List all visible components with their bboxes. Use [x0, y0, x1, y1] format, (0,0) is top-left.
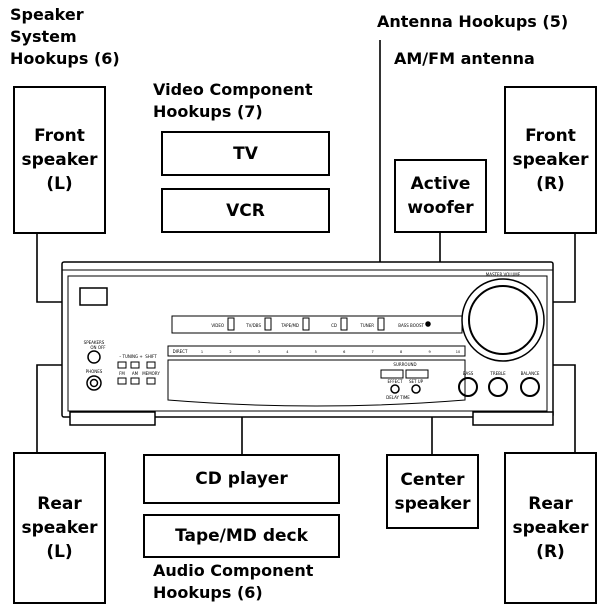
- input-label-cd: CD: [331, 323, 337, 328]
- left-foot: [69, 411, 156, 426]
- phones-label: PHONES: [86, 369, 103, 374]
- preset-row: [167, 345, 466, 357]
- rear-left-wire: [36, 364, 64, 452]
- direct-label: DIRECT: [173, 349, 188, 354]
- bass-knob: [458, 377, 478, 397]
- treble-knob: [488, 377, 508, 397]
- bass-boost-indicator: [425, 321, 431, 327]
- master-volume-label: MASTER VOLUME: [486, 272, 521, 277]
- audio-component-hookups-label: Audio Component Hookups (6): [153, 561, 314, 602]
- set-up-knob: [411, 384, 421, 394]
- preset-label: 4: [286, 350, 289, 354]
- speakers-button: [87, 350, 101, 364]
- rear-speaker-right-box: Rear speaker (R): [504, 452, 597, 604]
- preset-label: 5: [315, 350, 317, 354]
- preset-label: 8: [400, 350, 402, 354]
- effect-knob: [390, 384, 400, 394]
- video-button: [227, 317, 235, 331]
- video-component-hookups-label: Video Component Hookups (7): [153, 80, 313, 121]
- speakers-label: SPEAKERS: [84, 340, 105, 345]
- preset-label: 7: [372, 350, 374, 354]
- surround-label: SURROUND: [393, 362, 416, 367]
- bass-label: BASS: [463, 371, 474, 376]
- preset-label: 2: [229, 350, 231, 354]
- preset-label: 3: [258, 350, 260, 354]
- input-label-tv-dbs: TV/DBS: [245, 323, 261, 328]
- speaker-system-hookups-label: Speaker System Hookups (6): [10, 5, 120, 68]
- front-speaker-left-box: Front speaker (L): [13, 86, 106, 234]
- front-left-wire: [36, 233, 64, 303]
- front-speaker-right-box: Front speaker (R): [504, 86, 597, 234]
- memory-label: MEMORY: [142, 371, 160, 376]
- input-label-tuner: TUNER: [359, 323, 374, 328]
- preset-label: 10: [456, 350, 460, 354]
- cd-player-box: CD player: [143, 454, 340, 504]
- treble-label: TREBLE: [489, 371, 506, 376]
- rear-right-wire: [551, 364, 576, 452]
- phones-jack: [86, 375, 102, 391]
- antenna-hookups-label: Antenna Hookups (5): [377, 12, 569, 31]
- center-speaker-box: Center speaker: [386, 454, 479, 529]
- display-window: [79, 287, 108, 306]
- on-off-label: ON/OFF: [409, 372, 425, 377]
- am-label: AM: [132, 371, 139, 376]
- preset-label: 1: [201, 350, 203, 354]
- effect-label: EFFECT: [388, 379, 403, 384]
- mode-button: [380, 369, 404, 379]
- on-off-button: [405, 369, 429, 379]
- fm-label: FM: [119, 371, 125, 376]
- bass-boost-label: BASS BOOST: [398, 323, 424, 328]
- right-foot: [472, 411, 554, 426]
- balance-label: BALANCE: [521, 371, 540, 376]
- rear-speaker-left-box: Rear speaker (L): [13, 452, 106, 604]
- receiver-body: [61, 261, 554, 418]
- master-volume-knob: [468, 285, 538, 355]
- tuner-button: [377, 317, 385, 331]
- balance-knob: [520, 377, 540, 397]
- active-woofer-box: Active woofer: [394, 159, 487, 233]
- mode-label: MODE: [386, 372, 399, 377]
- speakers-state-label: ON OFF: [90, 345, 106, 350]
- tv-box: TV: [161, 131, 330, 176]
- vcr-box: VCR: [161, 188, 330, 233]
- preset-label: 6: [343, 350, 345, 354]
- am-fm-antenna-label: AM/FM antenna: [394, 49, 535, 68]
- front-right-wire: [551, 233, 576, 303]
- preset-label: 9: [428, 350, 430, 354]
- tv-dbs-button: [264, 317, 272, 331]
- master-volume-ring: [461, 278, 545, 362]
- input-label-video: VIDEO: [211, 323, 224, 328]
- delay-time-label: DELAY TIME: [386, 395, 410, 400]
- set-up-label: SET UP: [409, 379, 424, 384]
- shift-label: SHIFT: [145, 354, 157, 359]
- tape-md-button: [302, 317, 310, 331]
- cd-button: [340, 317, 348, 331]
- tape-md-deck-box: Tape/MD deck: [143, 514, 340, 558]
- tuning-label: – TUNING +: [119, 354, 143, 359]
- input-label-tape-md: TAPE/MD: [280, 323, 299, 328]
